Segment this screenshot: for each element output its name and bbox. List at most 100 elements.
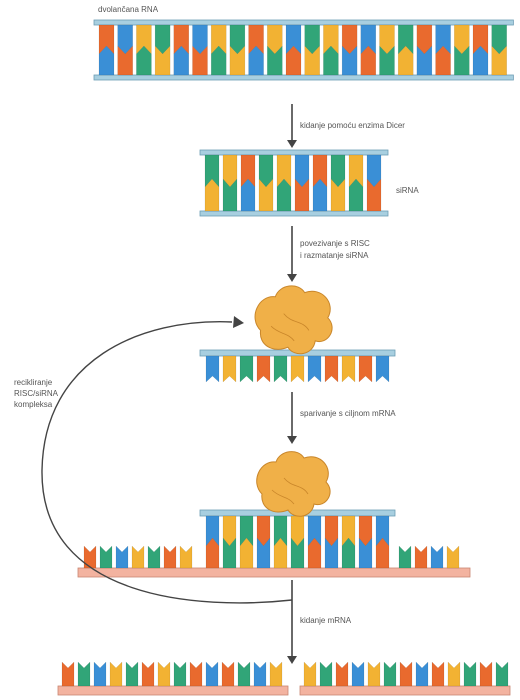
base-green (237, 661, 251, 687)
base-green (398, 545, 412, 569)
label-sirna: siRNA (396, 186, 419, 195)
base-green (173, 661, 187, 687)
base-orange (335, 661, 349, 687)
base-yellow (222, 355, 237, 383)
risc-protein-body (254, 285, 333, 355)
base-pair-lower (276, 178, 292, 212)
base-yellow (367, 661, 381, 687)
recycling-arrow-head (233, 316, 244, 328)
base-orange (83, 545, 97, 569)
dsrna-bottom-backbone (93, 74, 514, 81)
base-blue (205, 355, 220, 383)
base-pair-lower (435, 45, 451, 76)
base-green (273, 355, 288, 383)
base-pair-lower (323, 45, 339, 76)
base-yellow (131, 545, 145, 569)
base-pair-lower (360, 45, 377, 76)
dsrna-top-backbone (93, 19, 514, 26)
mrna-paired-base (273, 537, 288, 569)
arrow-risc-loading-head (287, 274, 297, 282)
arrow-target-pairing-head (287, 436, 297, 444)
base-orange (256, 355, 271, 383)
risc-complex-with-guide (199, 285, 396, 383)
mrna-paired-base (341, 537, 356, 569)
base-orange (414, 545, 428, 569)
base-pair-lower (98, 45, 115, 76)
sirna-duplex (199, 149, 389, 217)
base-blue (115, 545, 129, 569)
base-blue (430, 545, 444, 569)
base-pair-lower (222, 178, 238, 212)
risc-bound-target-mrna (77, 451, 471, 578)
label-risc-binding-1: povezivanje s RISC (300, 239, 370, 248)
base-pair-lower (136, 45, 152, 76)
base-yellow (341, 355, 356, 383)
base-pair-lower (341, 45, 358, 76)
base-yellow (446, 545, 460, 569)
base-blue (205, 661, 219, 687)
base-orange (358, 355, 373, 383)
base-pair-lower (204, 178, 220, 212)
base-pair-lower (454, 45, 470, 76)
base-pair-lower (173, 45, 190, 76)
base-pair-lower (154, 45, 171, 76)
base-orange (61, 661, 75, 687)
base-pair-lower (258, 178, 274, 212)
base-orange (221, 661, 235, 687)
base-orange (163, 545, 177, 569)
cleaved-mrna-fragments (57, 661, 511, 696)
base-pair-lower (192, 45, 208, 76)
arrow-dicer-head (287, 140, 297, 148)
base-green (125, 661, 139, 687)
base-blue (415, 661, 429, 687)
recycling-arrow (41, 321, 293, 604)
sirna-bottom-backbone (199, 210, 389, 217)
label-target-pairing: sparivanje s ciljnom mRNA (300, 409, 396, 418)
base-orange (189, 661, 203, 687)
risc-protein-fold (271, 489, 295, 505)
base-green (239, 355, 254, 383)
risc-protein-body (256, 451, 331, 517)
base-pair-lower (285, 45, 302, 76)
base-orange (399, 661, 413, 687)
base-pair-lower (416, 45, 433, 76)
process-arrows (41, 104, 297, 664)
base-blue (351, 661, 365, 687)
double-stranded-rna (93, 19, 514, 81)
base-yellow (157, 661, 171, 687)
base-pair-lower (366, 178, 382, 212)
base-green (147, 545, 161, 569)
base-pair-lower (304, 45, 320, 76)
mrna-paired-base (205, 537, 220, 569)
fragment-right-backbone (299, 685, 511, 696)
mrna-paired-base (222, 537, 237, 569)
mrna-backbone (77, 567, 471, 578)
base-yellow (269, 661, 283, 687)
base-pair-lower (210, 45, 227, 76)
base-orange (479, 661, 493, 687)
base-blue (253, 661, 267, 687)
base-green (495, 661, 509, 687)
base-yellow (290, 355, 305, 383)
base-blue (307, 355, 322, 383)
base-pair-lower (312, 178, 328, 212)
mrna-paired-base (290, 537, 305, 569)
base-blue (375, 355, 390, 383)
base-pair-lower (348, 178, 364, 212)
base-orange (324, 355, 339, 383)
label-recycling-1: recikliranje (14, 378, 53, 387)
risc-protein-fold (283, 313, 310, 331)
base-pair-lower (248, 45, 264, 76)
base-orange (431, 661, 445, 687)
mrna-paired-base (375, 537, 390, 569)
base-pair-lower (491, 45, 507, 76)
mrna-paired-base (307, 537, 322, 569)
base-pair-lower (397, 45, 414, 76)
base-yellow (109, 661, 123, 687)
base-pair-lower (379, 45, 395, 76)
base-pair-lower (240, 178, 256, 212)
base-pair-lower (117, 45, 133, 76)
base-green (383, 661, 397, 687)
